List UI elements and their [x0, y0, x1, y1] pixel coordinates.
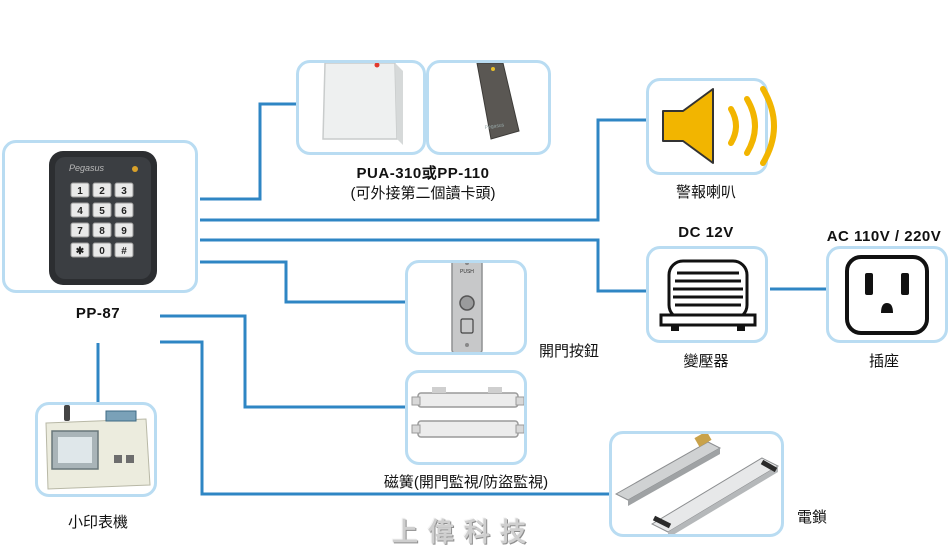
siren-box — [646, 78, 777, 175]
keypad-key-label: 8 — [99, 226, 105, 237]
readers-label-line2: (可外接第二個讀卡頭) — [350, 185, 496, 202]
wire-electric-lock — [160, 340, 609, 496]
keypad-box: Pegasus 1 2 3 4 5 6 7 8 9 ✱ 0 # — [2, 140, 198, 293]
wire-transformer — [200, 238, 646, 293]
reader-box-pp110: Pegasus — [426, 60, 551, 155]
wire-magnetic-contact — [160, 314, 405, 409]
keypad-label: PP-87 — [75, 305, 121, 322]
push-text: PUSH — [460, 269, 474, 275]
printer-label: 小印表機 — [67, 514, 129, 531]
wire-exit-button — [200, 260, 405, 304]
keypad-key-label: ✱ — [76, 246, 85, 257]
printer-box — [35, 402, 157, 497]
keypad-key — [92, 202, 112, 218]
keypad-key-label: 2 — [99, 186, 105, 197]
speaker-icon — [662, 86, 777, 166]
keypad-key-label: 6 — [121, 206, 127, 217]
outlet-voltage-label: AC 110V / 220V — [826, 228, 942, 245]
wire-siren — [200, 118, 646, 222]
slim-reader-icon: Pegasus — [476, 62, 520, 140]
keypad-key-label: 3 — [121, 186, 127, 197]
magnetic-contact-icon — [411, 387, 525, 438]
card-reader-icon — [322, 62, 403, 145]
keypad-key — [114, 202, 134, 218]
keypad-key — [114, 242, 134, 258]
keypad-key-label: # — [121, 246, 127, 257]
keypad-key — [92, 182, 112, 198]
power-outlet-icon — [845, 255, 929, 335]
transformer-voltage-label: DC 12V — [678, 224, 734, 241]
keypad-key — [70, 242, 90, 258]
exit-button-label: 開門按鈕 — [539, 343, 600, 360]
keypad-key-label: 1 — [77, 186, 83, 197]
exit-button-box: PUSH — [405, 256, 527, 355]
keypad-key — [92, 242, 112, 258]
readers-label-line1: PUA-310或PP-110 — [356, 165, 490, 182]
keypad-key — [70, 222, 90, 238]
reader-brand-text: Pegasus — [484, 122, 505, 131]
keypad-key-label: 0 — [99, 246, 105, 257]
transformer-label: 變壓器 — [683, 353, 729, 370]
keypad-key-grid: 1 2 3 4 5 6 7 8 9 ✱ 0 # — [70, 182, 134, 258]
company-logo: 上偉科技 — [392, 518, 537, 548]
keypad-key — [114, 182, 134, 198]
siren-label: 警報喇叭 — [675, 184, 737, 201]
magnetic-contact-label: 磁簧(開門監視/防盜監視) — [383, 474, 549, 491]
keypad-key — [70, 202, 90, 218]
keypad-key-label: 9 — [121, 226, 127, 237]
electric-lock-box — [609, 431, 784, 538]
electric-lock-label: 電鎖 — [797, 509, 828, 526]
keypad-key-label: 7 — [77, 226, 83, 237]
transformer-box — [646, 246, 768, 343]
exit-button-icon: PUSH — [451, 256, 483, 354]
outlet-box — [826, 246, 948, 343]
electric-lock-icon — [614, 431, 780, 538]
keypad-brand-text: Pegasus — [69, 163, 105, 173]
reader-box-pua310 — [296, 60, 426, 155]
transformer-icon — [659, 259, 757, 331]
keypad-icon: Pegasus 1 2 3 4 5 6 7 8 9 ✱ 0 # — [49, 151, 157, 285]
keypad-key — [70, 182, 90, 198]
keypad-key-label: 5 — [99, 206, 105, 217]
keypad-key — [114, 222, 134, 238]
magnetic-contact-box — [405, 370, 527, 465]
keypad-key-label: 4 — [77, 206, 83, 217]
outlet-label: 插座 — [868, 353, 900, 370]
wire-readers — [200, 102, 296, 201]
keypad-key — [92, 222, 112, 238]
printer-icon — [45, 405, 151, 490]
